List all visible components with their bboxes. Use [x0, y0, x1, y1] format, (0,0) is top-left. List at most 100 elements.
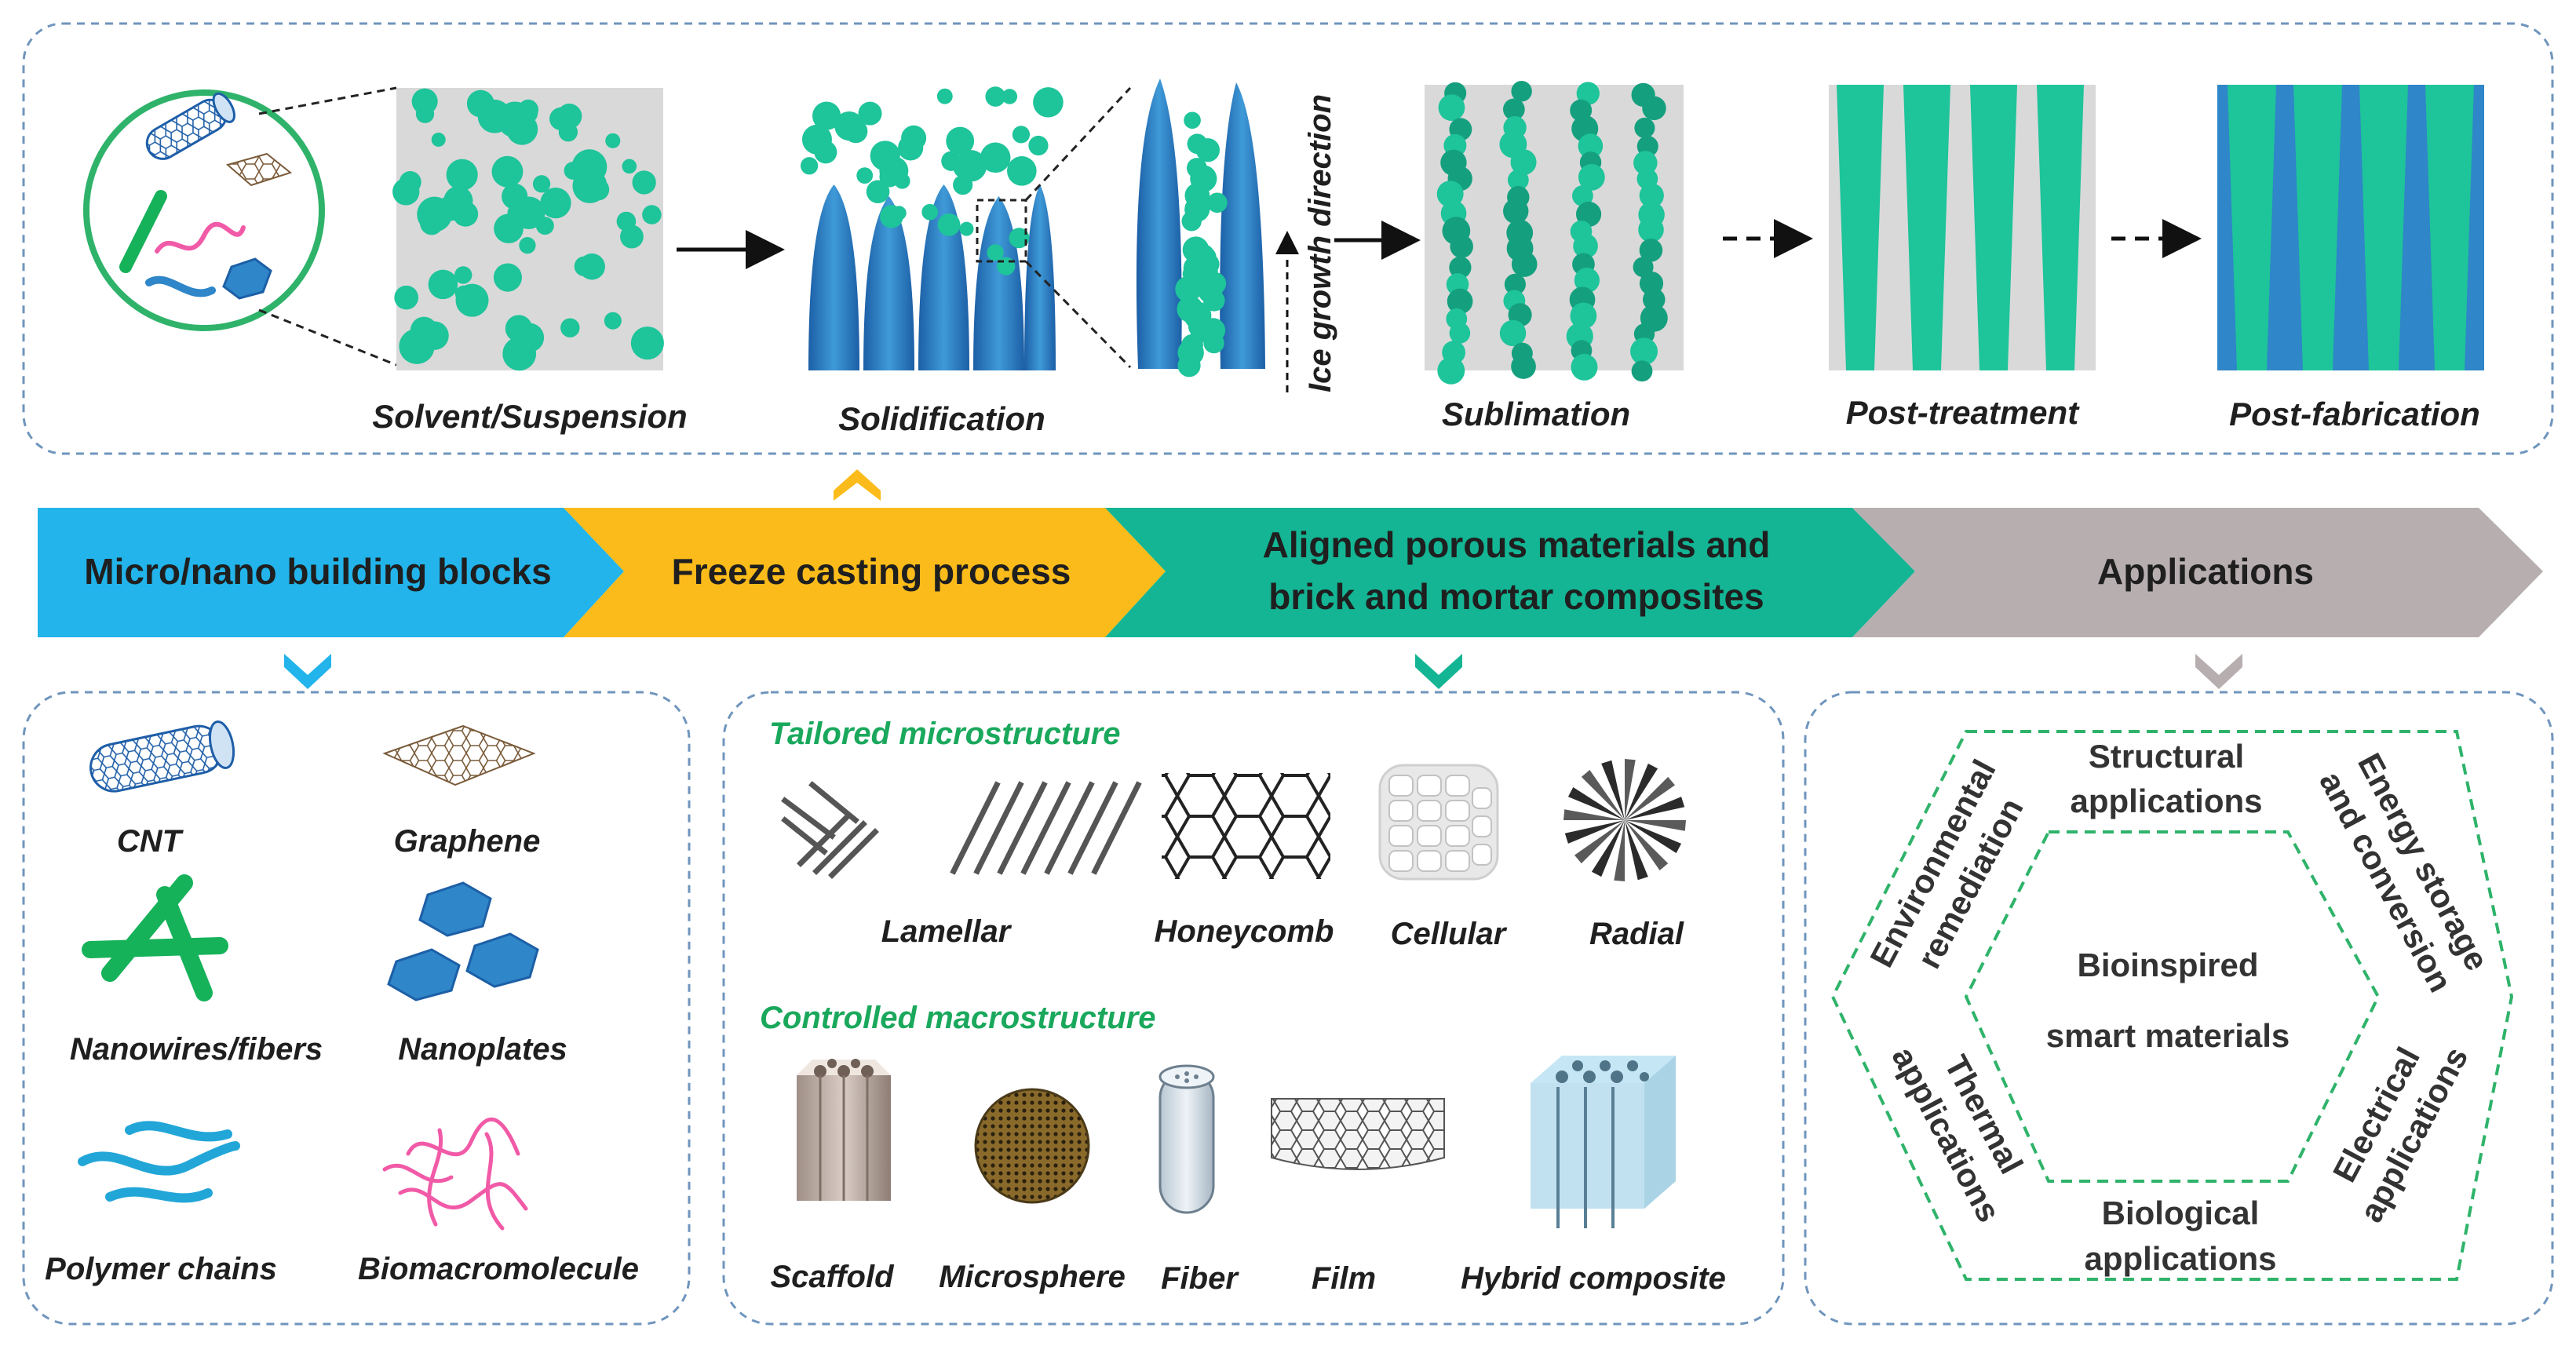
particle [1572, 185, 1593, 206]
honeycomb-icon [1162, 773, 1330, 879]
radial-wedge [1625, 797, 1685, 820]
particle [605, 133, 621, 148]
building-block-zoom-circle [83, 89, 325, 331]
macro-label-film: Film [1312, 1261, 1376, 1296]
particle [622, 159, 637, 174]
building-block-label-graphene: Graphene [394, 824, 541, 859]
building-block-label-cnt: CNT [117, 824, 184, 859]
particle [958, 150, 982, 174]
structures-frame [722, 691, 1785, 1326]
particle [532, 175, 551, 193]
particle [1436, 181, 1464, 208]
sublimation-sample [1425, 81, 1684, 385]
particle [892, 206, 907, 221]
particle [812, 101, 841, 130]
particle [1012, 126, 1031, 144]
radial-wedge [1625, 820, 1686, 831]
radial-wedge [1601, 760, 1625, 820]
particle [1028, 135, 1049, 156]
particle [1511, 81, 1532, 102]
radial-icon [1563, 759, 1686, 881]
particle [814, 140, 837, 164]
app-structural-line1: Structural [2089, 738, 2244, 775]
particle [1207, 192, 1228, 213]
particle [1504, 273, 1526, 295]
banner-segment-freeze-casting [564, 508, 1166, 637]
particle [392, 178, 420, 206]
particle [1188, 198, 1210, 221]
particle [1182, 236, 1210, 264]
radial-wedge [1574, 820, 1625, 864]
banner-segment-building-blocks [38, 508, 624, 637]
particle [1643, 288, 1666, 311]
particle [937, 213, 961, 236]
particle [1190, 257, 1218, 286]
particle [455, 283, 489, 317]
particle [428, 269, 458, 300]
cellular-icon [1378, 764, 1499, 881]
particle [1574, 268, 1600, 294]
building-blocks-frame [22, 691, 691, 1326]
macro-label-microsphere: Microsphere [939, 1260, 1126, 1294]
suspension-sample [392, 88, 664, 371]
nanowires-icon [82, 874, 228, 1001]
particle [443, 186, 473, 216]
hybrid-composite-icon [1531, 1056, 1676, 1228]
particle [997, 257, 1016, 275]
process-frame [22, 22, 2554, 455]
banner-label-freeze-casting: Freeze casting process [672, 551, 1071, 592]
app-biological-line2: applications [2084, 1240, 2276, 1277]
particle [1503, 198, 1529, 224]
particle [984, 149, 1001, 166]
chevron-down-icon [2195, 654, 2242, 689]
particle [1175, 275, 1202, 303]
particle [1575, 201, 1602, 228]
ice-crystal [863, 196, 914, 370]
particle [985, 86, 1005, 107]
particle [1633, 151, 1658, 175]
building-block-label-nanowires: Nanowires/fibers [70, 1032, 323, 1067]
particle [516, 101, 538, 124]
banner-label-aligned-line2: brick and mortar composites [1268, 576, 1764, 617]
radial-wedge [1567, 786, 1625, 820]
building-block-label-biomacro: Biomacromolecule [358, 1252, 639, 1286]
cnt-icon [89, 720, 235, 793]
banner-label-applications: Applications [2097, 551, 2314, 592]
particle [519, 237, 536, 254]
particle [1576, 82, 1600, 105]
particle [1511, 251, 1538, 277]
chevron-down-icon [284, 654, 331, 689]
particle [1573, 233, 1598, 259]
post-fabrication-sample [2217, 85, 2484, 370]
particle [1192, 310, 1211, 330]
fiber-icon [1158, 1064, 1215, 1214]
particle [1511, 354, 1536, 379]
particle [1570, 302, 1597, 330]
chevron-up-icon [834, 469, 881, 501]
particle [946, 126, 975, 155]
particle [454, 266, 473, 284]
radial-wedge [1625, 776, 1675, 820]
radial-wedge [1591, 820, 1625, 877]
particle [415, 104, 435, 123]
radial-wedge [1625, 759, 1636, 820]
particle [574, 256, 595, 277]
micro-label-lamellar: Lamellar [881, 914, 1013, 949]
nanoplates-icon [387, 881, 539, 1001]
particle [1202, 290, 1225, 312]
particle [866, 180, 890, 204]
particle [898, 135, 924, 161]
particle [1634, 117, 1655, 139]
particle [1578, 163, 1605, 191]
particle [491, 155, 524, 188]
particle [1009, 228, 1030, 249]
particle [394, 285, 419, 310]
particle [1187, 133, 1208, 155]
banner-segment-aligned [1105, 508, 1915, 637]
particle [1631, 360, 1653, 382]
app-center-line1: Bioinspired [2077, 947, 2258, 983]
applications-frame [1804, 691, 2554, 1326]
particle [642, 205, 662, 224]
particle [1642, 96, 1666, 121]
stage-caption-sublimation: Sublimation [1442, 396, 1630, 432]
